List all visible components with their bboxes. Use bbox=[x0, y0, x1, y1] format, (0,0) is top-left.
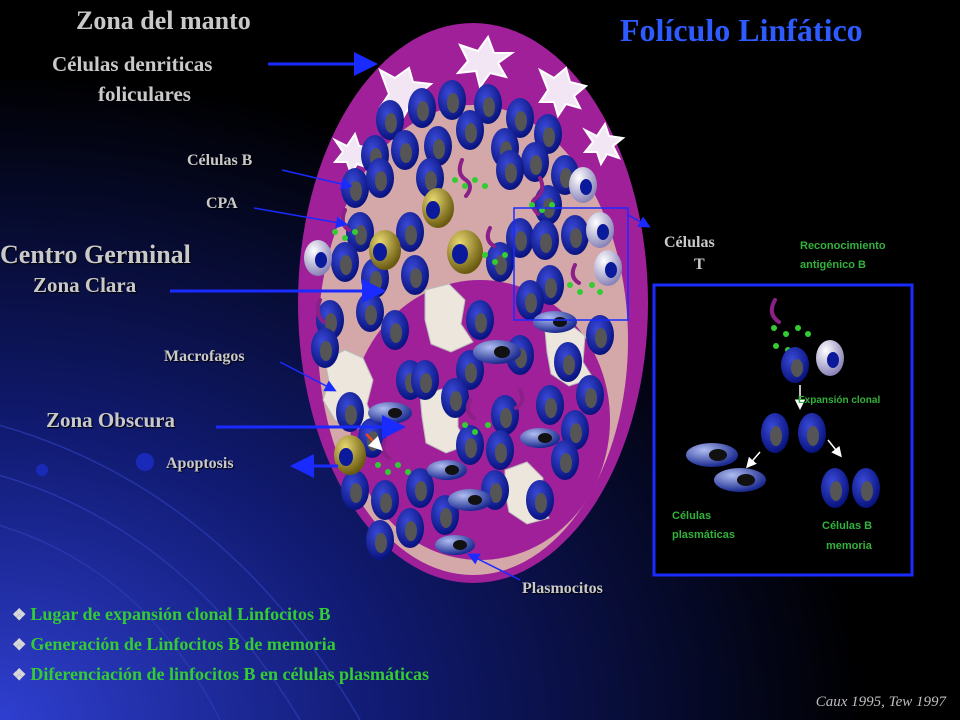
b-cell-nucleus bbox=[515, 231, 527, 251]
inset-label-reconocimiento-1: Reconocimiento bbox=[800, 240, 886, 252]
inset-label-plasmaticas-1: Células bbox=[672, 510, 712, 522]
b-cell-nucleus bbox=[525, 293, 537, 313]
b-cell-nucleus bbox=[595, 328, 607, 348]
t-cells bbox=[304, 167, 622, 286]
b-cell-nucleus bbox=[570, 228, 582, 248]
b-cell-nucleus bbox=[505, 163, 517, 183]
label-cpa: CPA bbox=[206, 195, 238, 212]
b-cell-nucleus bbox=[475, 313, 487, 333]
b-cells bbox=[311, 80, 614, 560]
b-cell-nucleus bbox=[563, 355, 575, 375]
label-celulas-b: Células B bbox=[187, 152, 253, 169]
label-celulas-t-2: T bbox=[694, 256, 705, 273]
bullet-item: ❖Generación de Linfocitos B de memoria bbox=[12, 634, 336, 654]
b-cell-nucleus bbox=[380, 493, 392, 513]
b-cell-nucleus bbox=[530, 155, 542, 175]
inset-box bbox=[652, 283, 914, 577]
label-zona-obscura: Zona Obscura bbox=[46, 408, 175, 432]
citation: Caux 1995, Tew 1997 bbox=[815, 694, 946, 710]
label-celulas-t-1: Células bbox=[664, 234, 715, 251]
zoom-box bbox=[513, 207, 629, 321]
b-cell-nucleus bbox=[540, 233, 552, 253]
label-zona-clara: Zona Clara bbox=[33, 273, 137, 297]
b-cell-nucleus bbox=[495, 443, 507, 463]
page-title: Folículo Linfático bbox=[620, 12, 863, 48]
b-cell-nucleus bbox=[447, 93, 459, 113]
b-cell-nucleus bbox=[320, 341, 332, 361]
b-cell-nucleus bbox=[425, 171, 437, 191]
b-cell-nucleus bbox=[465, 123, 477, 143]
b-cell-nucleus bbox=[585, 388, 597, 408]
label-dendriticas-1: Células denriticas bbox=[52, 52, 213, 76]
b-cell-nucleus bbox=[390, 323, 402, 343]
b-cell-nucleus bbox=[483, 97, 495, 117]
b-cell-nucleus bbox=[405, 521, 417, 541]
antigen-dots bbox=[332, 177, 603, 475]
b-cell-nucleus bbox=[500, 408, 512, 428]
b-cell-nucleus bbox=[440, 508, 452, 528]
b-cell-nucleus bbox=[350, 181, 362, 201]
diamond-bullet-icon: ❖ bbox=[12, 637, 27, 654]
inset-label-memoria-2: memoria bbox=[826, 540, 872, 552]
b-cell-nucleus bbox=[325, 313, 337, 333]
b-cell-nucleus bbox=[365, 305, 377, 325]
diamond-bullet-icon: ❖ bbox=[12, 607, 27, 624]
background-orbit-lines bbox=[0, 424, 361, 720]
label-plasmocitos: Plasmocitos bbox=[522, 580, 603, 597]
label-zona-manto: Zona del manto bbox=[76, 6, 251, 35]
b-cell-nucleus bbox=[415, 481, 427, 501]
diamond-bullet-icon: ❖ bbox=[12, 667, 27, 684]
label-centro-germinal: Centro Germinal bbox=[0, 240, 191, 269]
b-cell-nucleus bbox=[385, 113, 397, 133]
b-cell-nucleus bbox=[543, 127, 555, 147]
b-cell-nucleus bbox=[433, 139, 445, 159]
b-cell-nucleus bbox=[490, 483, 502, 503]
antigen-markers bbox=[315, 158, 581, 460]
b-cell-nucleus bbox=[375, 171, 387, 191]
b-cell-nucleus bbox=[350, 483, 362, 503]
b-cell-nucleus bbox=[400, 143, 412, 163]
b-cell-nucleus bbox=[560, 168, 572, 188]
b-cell-nucleus bbox=[345, 405, 357, 425]
follicular-dendritic-cells bbox=[332, 34, 626, 177]
callout-arrows bbox=[170, 52, 521, 581]
plasma-cells bbox=[368, 311, 577, 555]
bullet-item: ❖Lugar de expansión clonal Linfocitos B bbox=[12, 604, 331, 624]
b-cell-nucleus bbox=[375, 533, 387, 553]
inset-label-plasmaticas-2: plasmáticas bbox=[672, 529, 735, 541]
b-cell-nucleus bbox=[515, 111, 527, 131]
b-cell-nucleus bbox=[340, 255, 352, 275]
b-cell-nucleus bbox=[417, 101, 429, 121]
b-cell-nucleus bbox=[570, 423, 582, 443]
b-cell-nucleus bbox=[355, 225, 367, 245]
label-apoptosis: Apoptosis bbox=[166, 455, 234, 472]
bullet-list: ❖Lugar de expansión clonal Linfocitos B … bbox=[12, 600, 429, 690]
b-cell-nucleus bbox=[370, 271, 382, 291]
label-macrofagos: Macrofagos bbox=[164, 348, 245, 365]
b-cell-nucleus bbox=[405, 225, 417, 245]
inset-label-expansion: Expansión clonal bbox=[798, 395, 881, 406]
bullet-item: ❖Diferenciación de linfocitos B en célul… bbox=[12, 664, 429, 684]
b-cell-nucleus bbox=[465, 438, 477, 458]
b-cell-nucleus bbox=[420, 373, 432, 393]
b-cell-nucleus bbox=[545, 278, 557, 298]
b-cell-nucleus bbox=[450, 391, 462, 411]
b-cell-nucleus bbox=[560, 453, 572, 473]
b-cell-nucleus bbox=[535, 493, 547, 513]
b-cell-nucleus bbox=[495, 255, 507, 275]
b-cell-nucleus bbox=[465, 363, 477, 383]
apc-cells bbox=[334, 188, 483, 475]
label-dendriticas-2: foliculares bbox=[98, 82, 191, 106]
b-cell-nucleus bbox=[410, 268, 422, 288]
inset-label-memoria-1: Células B bbox=[822, 520, 873, 532]
inset-cells bbox=[686, 298, 880, 508]
inset-label-reconocimiento-2: antigénico B bbox=[800, 259, 867, 271]
b-cell-nucleus bbox=[545, 398, 557, 418]
